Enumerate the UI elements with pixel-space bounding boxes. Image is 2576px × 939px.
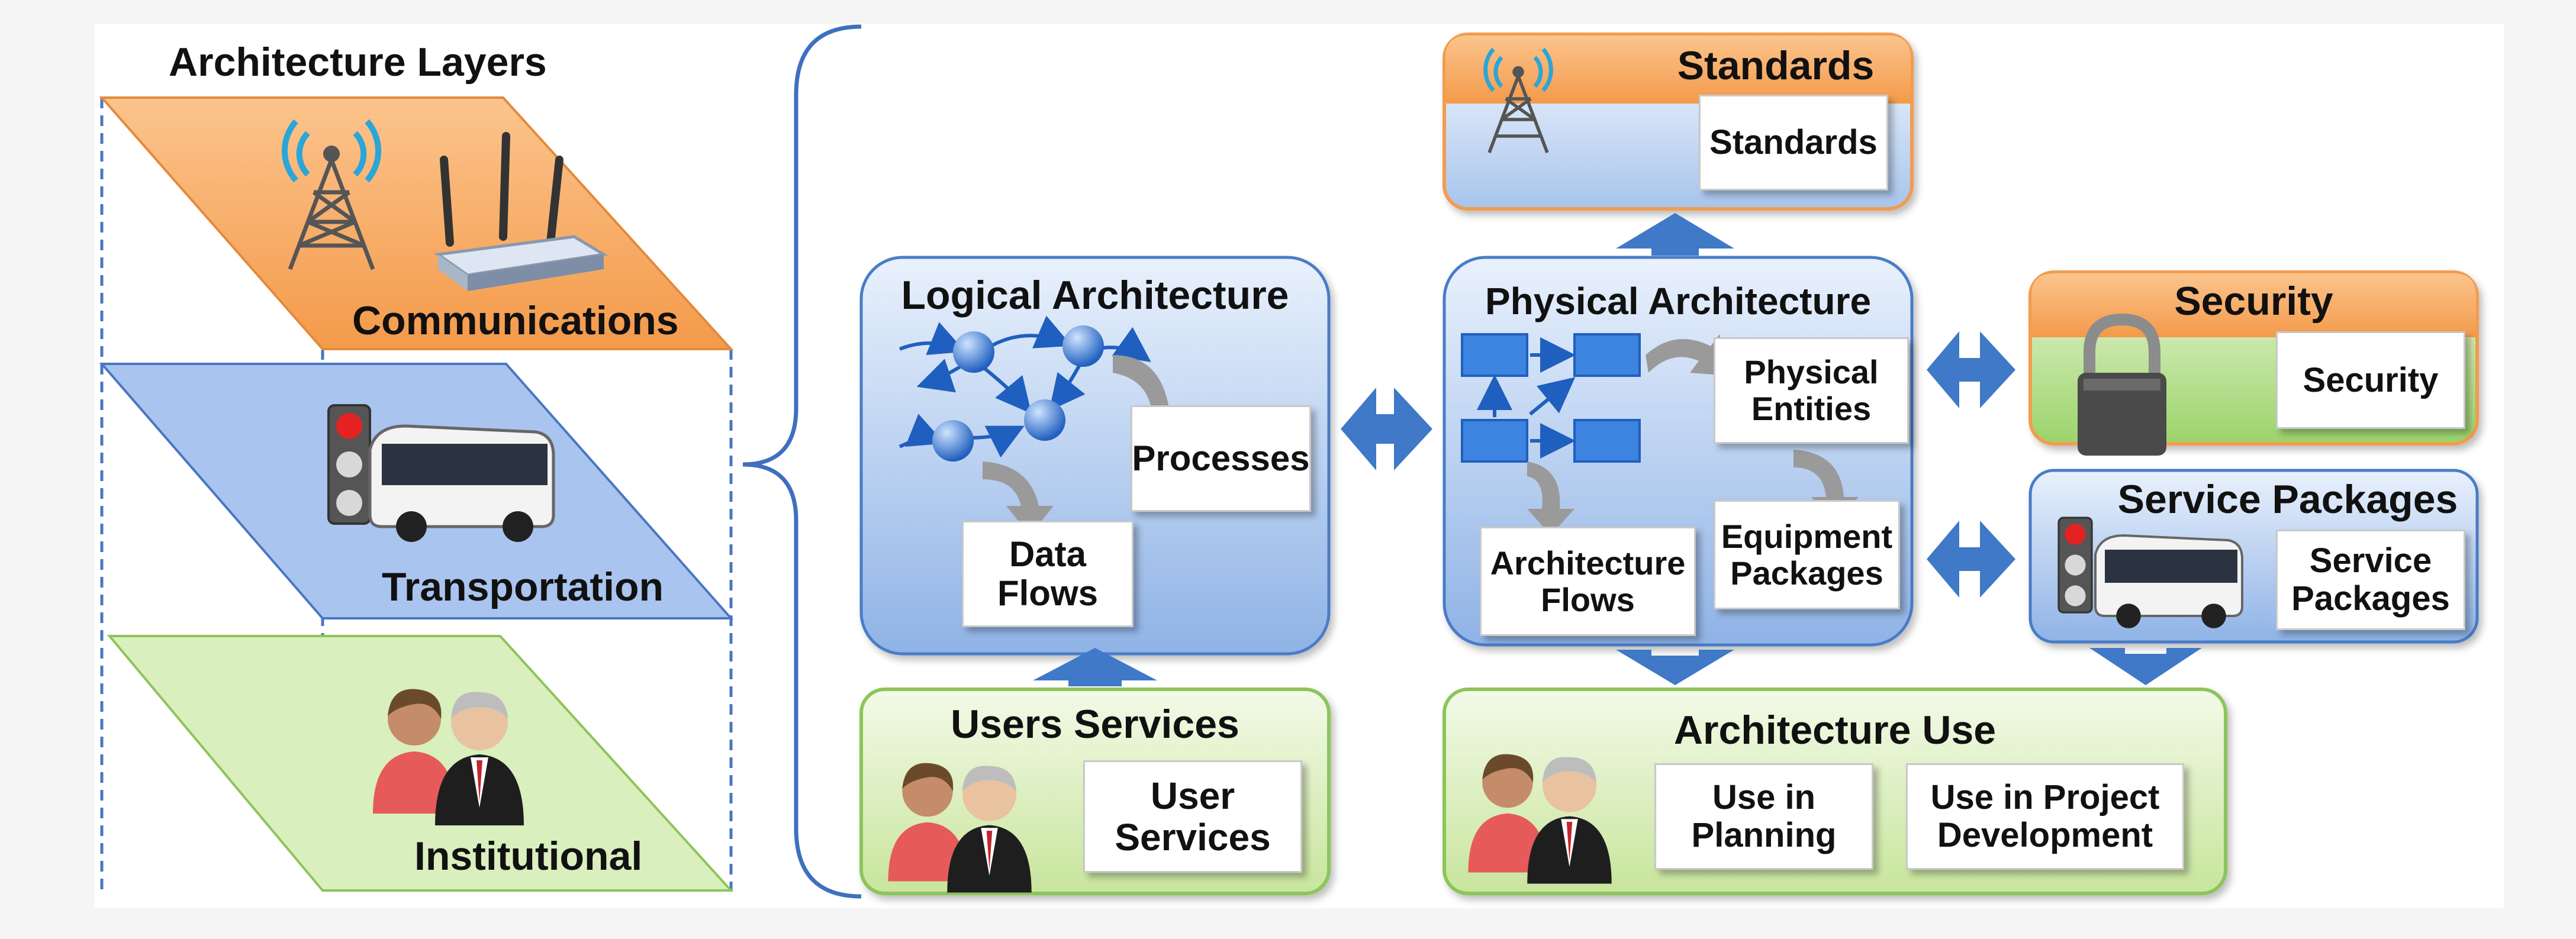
layers-title: Architecture Layers <box>169 40 547 85</box>
service-packages-title: Service Packages <box>2117 477 2458 522</box>
standards-title: Standards <box>1677 43 1875 88</box>
transportation-label: Transportation <box>382 564 664 609</box>
people-icon <box>1468 754 1612 884</box>
data-flows-box: Data Flows <box>962 521 1134 627</box>
communications-label: Communications <box>352 298 679 343</box>
arrow-users-to-logical <box>1033 648 1157 686</box>
logical-architecture-title: Logical Architecture <box>901 273 1289 318</box>
arrow-physical-to-use <box>1616 650 1734 685</box>
physical-entities-box: Physical Entities <box>1714 337 1909 444</box>
architecture-flows-box: Architecture Flows <box>1480 527 1696 636</box>
padlock-icon <box>2078 313 2166 456</box>
processes-box: Processes <box>1131 405 1311 512</box>
radio-tower-icon <box>1483 47 1553 153</box>
bus-icon <box>2094 534 2244 628</box>
logical-flow-graphic <box>899 315 1184 535</box>
traffic-light-icon <box>327 404 371 525</box>
people-icon <box>373 689 524 825</box>
institutional-label: Institutional <box>414 834 643 879</box>
double-arrow-physical-security <box>1927 331 2015 408</box>
people-icon <box>888 763 1032 893</box>
double-arrow-logical-physical <box>1341 388 1432 470</box>
use-in-planning-box: Use in Planning <box>1654 763 1873 870</box>
service-packages-inner-box: Service Packages <box>2276 530 2465 630</box>
bus-icon <box>368 424 555 542</box>
connector-arrows <box>1033 213 2202 686</box>
layer-stack <box>99 24 862 899</box>
arrow-packages-to-use <box>2089 648 2202 685</box>
traffic-light-icon <box>2057 517 2093 614</box>
communications-layer <box>99 96 734 350</box>
user-services-box: User Services <box>1083 760 1302 873</box>
use-in-project-development-box: Use in Project Development <box>1906 763 2184 870</box>
radio-tower-icon <box>281 119 382 270</box>
equipment-packages-box: Equipment Packages <box>1714 500 1900 609</box>
architecture-use-title: Architecture Use <box>1673 708 1997 753</box>
brace <box>742 24 862 899</box>
physical-flow-graphic <box>1461 333 1859 535</box>
physical-architecture-title: Physical Architecture <box>1485 280 1872 322</box>
security-inner-box: Security <box>2276 331 2465 429</box>
wifi-router-icon <box>434 132 608 291</box>
standards-inner-box: Standards <box>1699 95 1888 191</box>
security-title: Security <box>2174 279 2333 324</box>
double-arrow-physical-packages <box>1927 521 2015 598</box>
users-services-title: Users Services <box>951 702 1239 747</box>
arrow-to-standards <box>1616 213 1734 256</box>
